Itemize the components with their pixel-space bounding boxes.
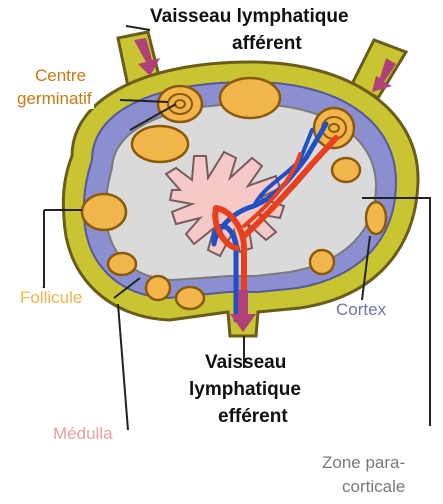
label-medulla: Médulla xyxy=(53,424,113,444)
follicle xyxy=(220,78,280,118)
follicle xyxy=(132,126,188,162)
label-efferent-line1: Vaisseau xyxy=(205,352,286,374)
label-afferent-line2: afférent xyxy=(232,33,302,55)
label-centre-line2: germinatif xyxy=(15,89,94,109)
label-centre-line1: Centre xyxy=(35,66,86,86)
follicle xyxy=(108,253,136,275)
label-afferent-line1: Vaisseau lymphatique xyxy=(150,6,349,28)
label-follicule: Follicule xyxy=(18,288,84,308)
follicle xyxy=(366,202,386,234)
follicle xyxy=(310,250,334,274)
follicle xyxy=(82,194,126,230)
follicle xyxy=(158,86,202,122)
label-zone-line2: corticale xyxy=(342,477,405,497)
follicle xyxy=(146,276,170,300)
label-zone-line1: Zone para- xyxy=(322,453,405,473)
label-cortex: Cortex xyxy=(336,300,386,320)
label-efferent-line3: efférent xyxy=(218,406,288,428)
follicle xyxy=(176,287,204,309)
follicle xyxy=(332,158,360,182)
label-efferent-line2: lymphatique xyxy=(189,379,301,401)
